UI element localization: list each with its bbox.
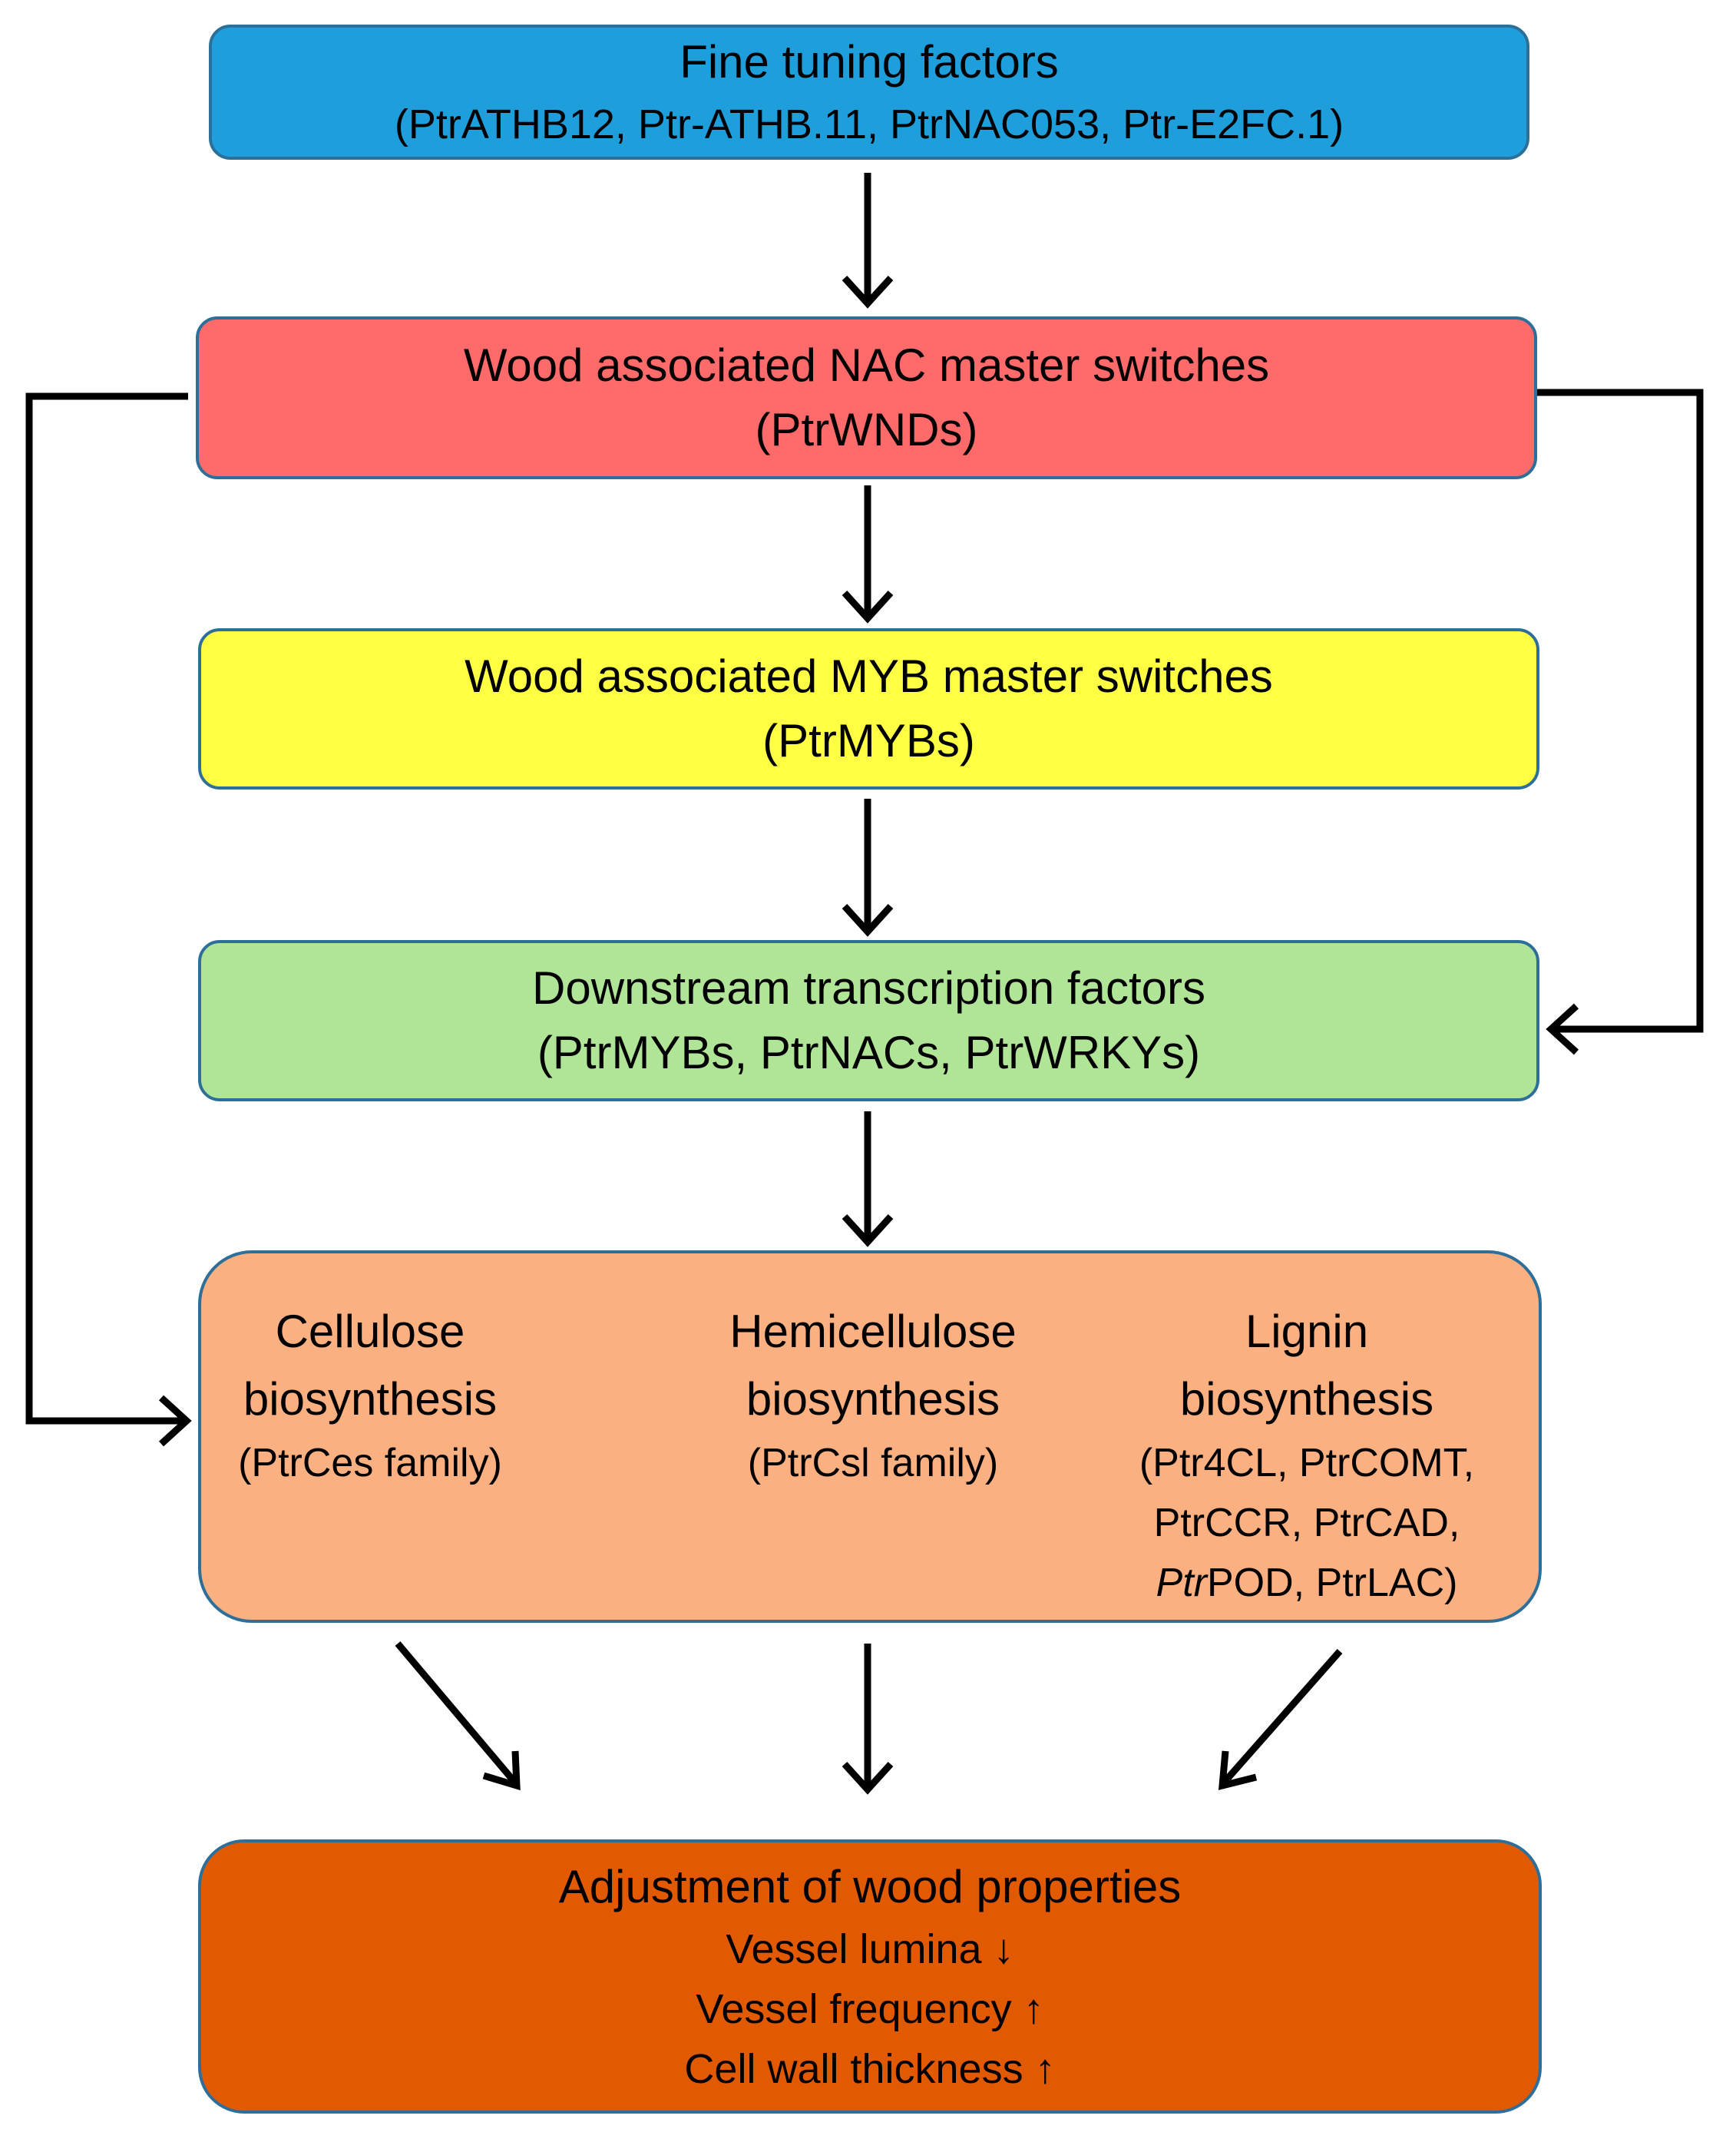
adjustment-item-cell-wall-thickness: Cell wall thickness ↑ xyxy=(684,2045,1056,2092)
arrowhead-cellulose-to-adjustment xyxy=(482,1750,521,1791)
myb-title: Wood associated MYB master switches xyxy=(465,651,1273,702)
lignin-genes3-a: Ptr xyxy=(1156,1561,1207,1605)
arrow-lignin-to-adjustment xyxy=(1222,1649,1343,1784)
arrowhead-hemicellulose-to-adjustment xyxy=(842,1761,894,1795)
cellulose-line1: Cellulose xyxy=(275,1306,465,1357)
fine-tuning-factors-box: Fine tuning factors (PtrATHB12, Ptr-ATHB… xyxy=(209,25,1529,160)
adjustment-item-vessel-frequency: Vessel frequency ↑ xyxy=(696,1985,1044,2032)
lignin-genes3-d: LAC) xyxy=(1367,1561,1458,1605)
biosynthesis-box: Cellulose biosynthesis (PtrCes family) H… xyxy=(198,1250,1542,1623)
adjustment-box: Adjustment of wood properties Vessel lum… xyxy=(198,1839,1542,2114)
hemicellulose-line2: biosynthesis xyxy=(746,1373,1000,1425)
arrowhead-fine-to-nac xyxy=(842,275,894,309)
fine-tuning-genes: (PtrATHB12, Ptr-ATHB.11, PtrNAC053, Ptr-… xyxy=(394,101,1344,147)
lignin-column: Lignin biosynthesis (Ptr4CL, PtrCOMT, Pt… xyxy=(1099,1298,1514,1613)
lignin-genes-line2: PtrCCR, PtrCAD, xyxy=(1153,1501,1460,1545)
cellulose-line2: biosynthesis xyxy=(243,1373,498,1425)
arrow-nac-to-downstream-right xyxy=(1537,389,1704,1033)
arrow-nac-to-biosynthesis-left xyxy=(25,392,188,1425)
lignin-genes3-c: , Ptr xyxy=(1293,1561,1367,1605)
arrow-cellulose-to-adjustment xyxy=(395,1641,517,1784)
downstream-genes: (PtrMYBs, PtrNACs, PtrWRKYs) xyxy=(537,1027,1201,1078)
myb-genes: (PtrMYBs) xyxy=(762,715,975,766)
hemicellulose-line1: Hemicellulose xyxy=(729,1306,1017,1357)
arrowhead-myb-to-downstream xyxy=(842,903,894,937)
arrowhead-nac-to-myb xyxy=(842,590,894,624)
nac-title: Wood associated NAC master switches xyxy=(463,339,1270,391)
nac-genes: (PtrWNDs) xyxy=(755,404,978,455)
arrowhead-lignin-to-adjustment xyxy=(1218,1750,1258,1790)
arrowhead-nac-to-biosynthesis-left xyxy=(158,1395,192,1447)
downstream-title: Downstream transcription factors xyxy=(532,962,1205,1014)
nac-master-switches-box: Wood associated NAC master switches (Ptr… xyxy=(196,316,1537,479)
myb-master-switches-box: Wood associated MYB master switches (Ptr… xyxy=(198,628,1539,790)
cellulose-column: Cellulose biosynthesis (PtrCes family) xyxy=(232,1298,508,1493)
adjustment-title: Adjustment of wood properties xyxy=(558,1860,1182,1912)
lignin-genes3-b: POD xyxy=(1206,1561,1294,1605)
arrowhead-downstream-to-biosynthesis xyxy=(842,1213,894,1247)
adjustment-item-vessel-lumina: Vessel lumina ↓ xyxy=(726,1925,1014,1972)
lignin-line1: Lignin xyxy=(1245,1306,1369,1357)
cellulose-genes: (PtrCes family) xyxy=(238,1441,502,1485)
lignin-genes-line1: (Ptr4CL, PtrCOMT, xyxy=(1139,1441,1475,1485)
lignin-genes-line3: PtrPOD, PtrLAC) xyxy=(1099,1553,1514,1613)
hemicellulose-column: Hemicellulose biosynthesis (PtrCsl famil… xyxy=(693,1298,1053,1493)
downstream-tf-box: Downstream transcription factors (PtrMYB… xyxy=(198,940,1539,1101)
fine-tuning-title: Fine tuning factors xyxy=(680,36,1059,88)
arrowhead-nac-to-downstream-right xyxy=(1546,1003,1579,1055)
hemicellulose-genes: (PtrCsl family) xyxy=(747,1441,999,1485)
lignin-line2: biosynthesis xyxy=(1179,1373,1434,1425)
